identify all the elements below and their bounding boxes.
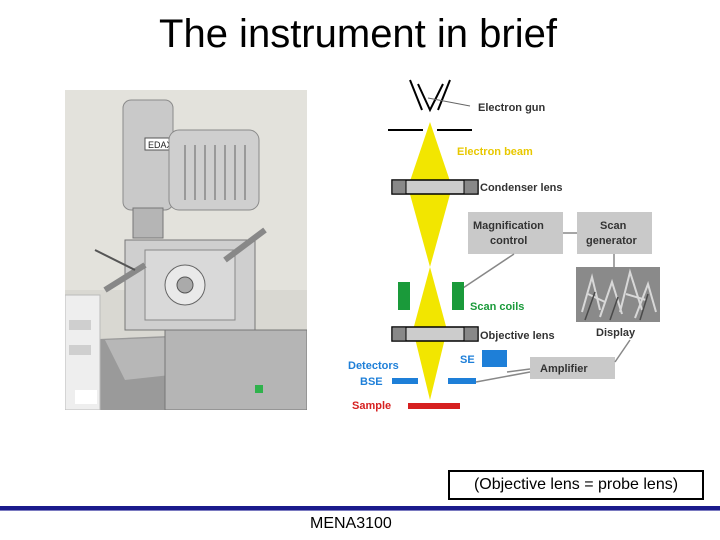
- scan-generator-box: [577, 212, 652, 254]
- slide-title: The instrument in brief: [159, 12, 557, 56]
- scan-generator-label-2: generator: [586, 235, 637, 247]
- objective-lens-shape: [391, 326, 479, 342]
- footer-divider-thin: [0, 510, 720, 511]
- objective-lens-label: Objective lens: [480, 330, 555, 342]
- amplifier-box: [530, 357, 615, 379]
- sample-label: Sample: [352, 400, 391, 412]
- display-label: Display: [596, 327, 636, 339]
- amplifier-label: Amplifier: [540, 363, 588, 375]
- se-detector: [482, 350, 507, 367]
- sem-instrument-photo: EDAX: [65, 90, 307, 410]
- scan-coil-right: [452, 282, 464, 310]
- footer-divider: [0, 506, 720, 510]
- magnification-control-box: [468, 212, 563, 254]
- electron-gun-shape: [388, 79, 472, 131]
- scan-coil-left: [398, 282, 410, 310]
- bse-detector-left: [392, 378, 418, 384]
- detectors-label: Detectors: [348, 360, 399, 372]
- sample-stage: [408, 403, 460, 409]
- footer-course-code: MENA3100: [310, 515, 392, 532]
- display-image: [576, 267, 660, 322]
- magnification-control-label-2: control: [490, 235, 527, 247]
- scan-coils-label: Scan coils: [470, 301, 524, 313]
- se-label: SE: [460, 354, 475, 366]
- electron-beam-label: Electron beam: [457, 146, 533, 158]
- objective-lens-note: (Objective lens = probe lens): [448, 470, 704, 500]
- magnification-control-label-1: Magnification: [473, 220, 544, 232]
- condenser-lens-shape: [391, 179, 479, 195]
- sem-schematic-diagram: Electron gun Electron beam Condenser len…: [330, 72, 670, 417]
- condenser-lens-label: Condenser lens: [480, 182, 563, 194]
- scan-generator-label-1: Scan: [600, 220, 627, 232]
- edax-label: EDAX: [148, 140, 173, 150]
- bse-label: BSE: [360, 376, 383, 388]
- bse-detector-right: [448, 378, 476, 384]
- electron-gun-label: Electron gun: [478, 102, 546, 114]
